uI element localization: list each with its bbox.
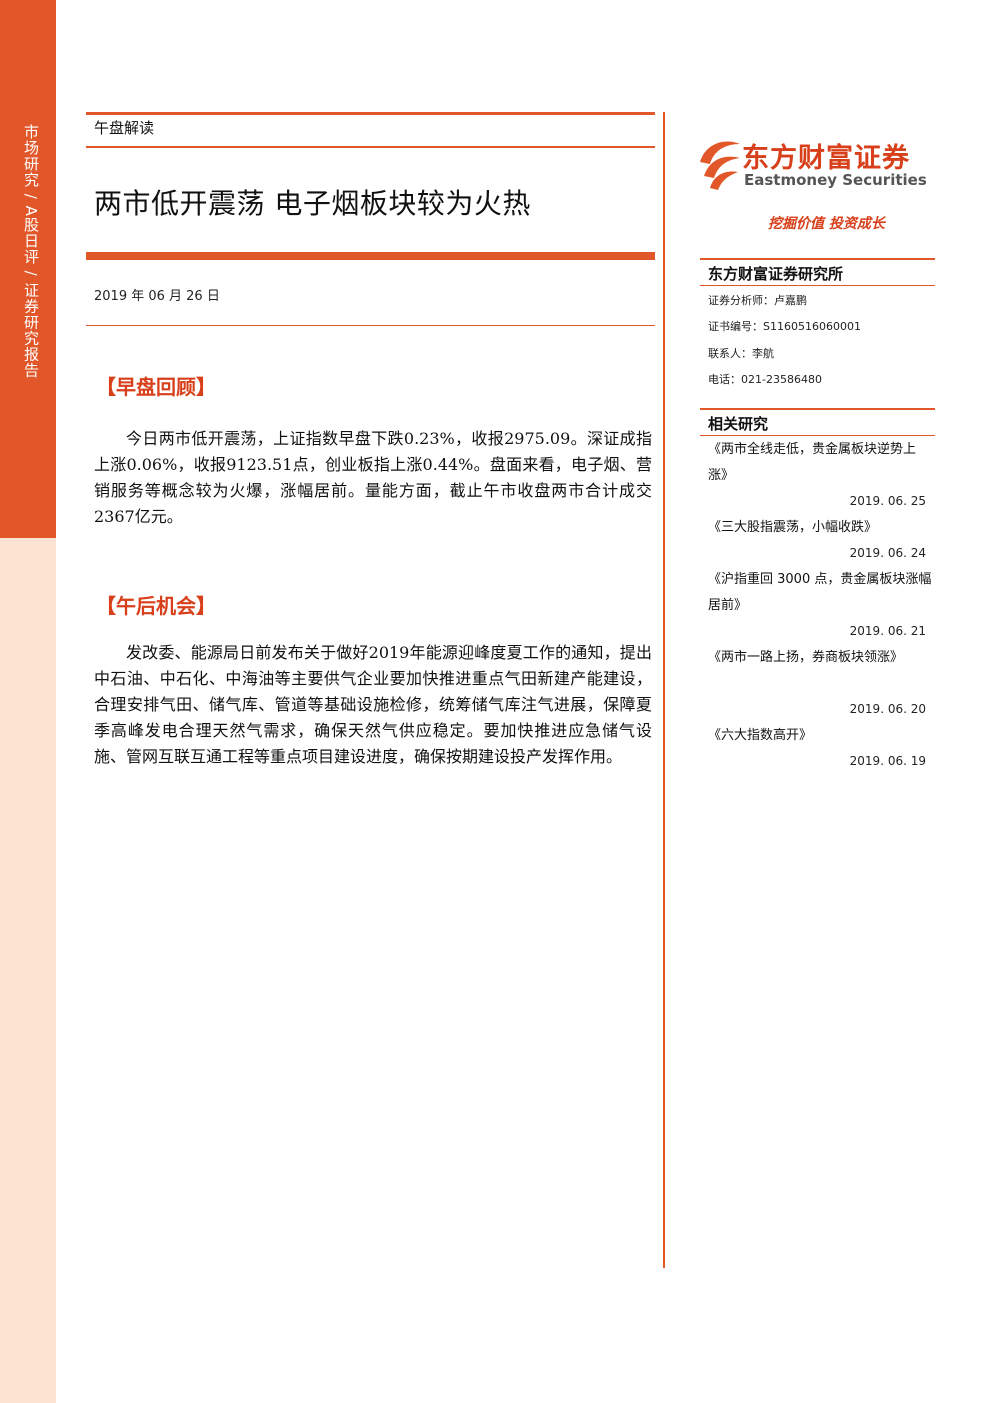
- analyst-name: 证券分析师：卢嘉鹏: [708, 294, 807, 307]
- certificate-number: 证书编号：S1160516060001: [708, 320, 861, 333]
- contact-person: 联系人：李航: [708, 347, 774, 360]
- related-item-date: 2019. 06. 19: [849, 754, 926, 768]
- institute-rule-top: [700, 258, 935, 260]
- related-item-date: 2019. 06. 21: [849, 624, 926, 638]
- sidebar-label: 市场研究 / A股日评 / 证券研究报告: [22, 124, 40, 379]
- flame-logo-icon: [700, 141, 740, 190]
- section-body-afternoon: 发改委、能源局日前发布关于做好2019年能源迎峰度夏工作的通知，提出中石油、中石…: [94, 643, 652, 766]
- institute-name: 东方财富证券研究所: [708, 265, 844, 283]
- related-heading: 相关研究: [708, 415, 769, 433]
- category-rule: [86, 146, 655, 148]
- related-item-date: 2019. 06. 25: [849, 494, 926, 508]
- related-rule-bottom: [700, 435, 935, 436]
- section-heading-afternoon: 【午后机会】: [96, 594, 216, 618]
- brand-name-en: Eastmoney Securities: [744, 171, 927, 189]
- related-item-title[interactable]: 《两市一路上扬，券商板块领涨》: [708, 650, 904, 665]
- brand-logo: 东方财富证券 Eastmoney Securities: [696, 134, 938, 190]
- related-item-title[interactable]: 《沪指重回 3000 点，贵金属板块涨幅居前》: [708, 572, 932, 613]
- date-divider: [86, 325, 655, 326]
- report-category: 午盘解读: [94, 119, 155, 137]
- title-bar: [86, 252, 655, 260]
- related-item-title[interactable]: 《六大指数高开》: [708, 728, 813, 743]
- related-rule-top: [700, 408, 935, 410]
- sidebar-light-band: [0, 538, 56, 1403]
- related-item-date: 2019. 06. 24: [849, 546, 926, 560]
- related-item-title[interactable]: 《两市全线走低，贵金属板块逆势上涨》: [708, 442, 917, 483]
- related-item-title[interactable]: 《三大股指震荡，小幅收跌》: [708, 520, 878, 535]
- report-date: 2019 年 06 月 26 日: [94, 289, 220, 304]
- brand-name-cn: 东方财富证券: [742, 143, 910, 174]
- page-title: 两市低开震荡 电子烟板块较为火热: [94, 187, 531, 220]
- phone-number: 电话：021-23586480: [708, 373, 822, 386]
- section-body-morning: 今日两市低开震荡，上证指数早盘下跌0.23%，收报2975.09。深证成指上涨0…: [94, 429, 652, 526]
- brand-slogan: 挖掘价值 投资成长: [768, 216, 885, 232]
- top-rule: [86, 112, 655, 115]
- column-divider: [663, 112, 665, 1268]
- institute-rule-bottom: [700, 285, 935, 286]
- section-heading-morning: 【早盘回顾】: [96, 375, 216, 399]
- sidebar-accent-band: [0, 0, 56, 538]
- related-item-date: 2019. 06. 20: [849, 702, 926, 716]
